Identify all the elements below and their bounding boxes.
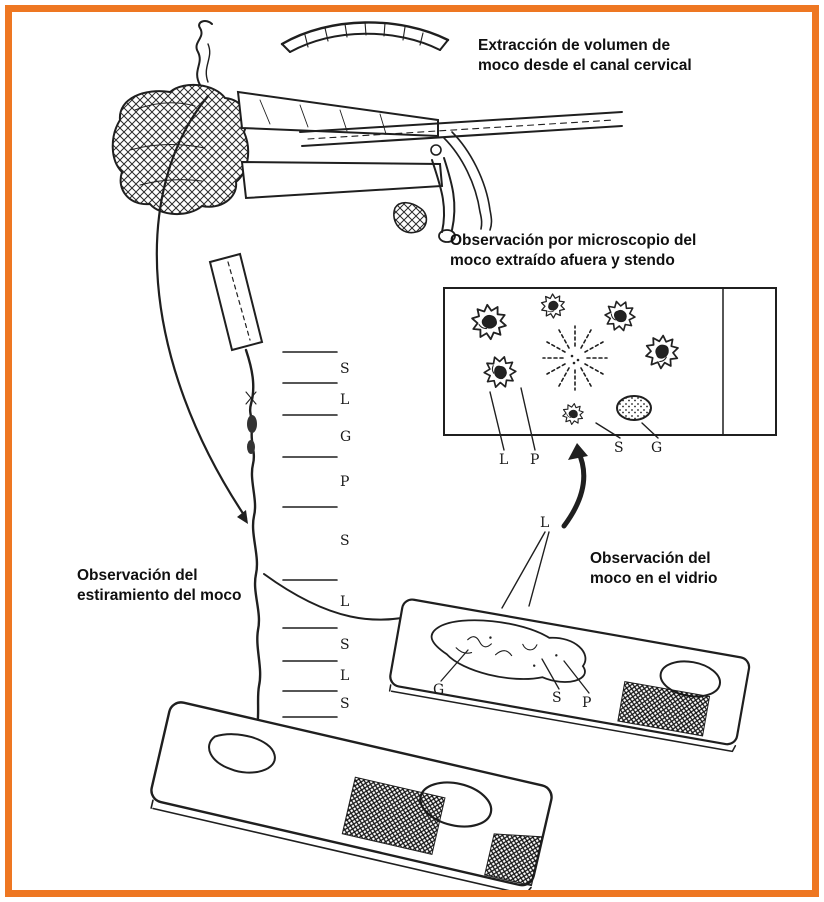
caption-slide: Observación del moco en el vidrio (590, 550, 718, 588)
scale-letter: P (340, 474, 349, 490)
microscope-letter: S (614, 440, 624, 456)
scale-letter: S (340, 696, 350, 712)
microscope-letter: L (499, 452, 508, 468)
stretch-scale-letters: S L G P S L S L S (340, 361, 351, 712)
stretch-scale (282, 351, 338, 718)
upper-slide-letter: S (552, 690, 562, 706)
slide-to-microscope-arrow (561, 443, 588, 529)
upper-slide-letter: G (433, 682, 444, 698)
scale-letter: L (340, 594, 349, 610)
microscope-pointer-lines (489, 387, 659, 451)
caption-extraction: Extracción de volumen de moco desde el c… (478, 37, 692, 75)
microscope-letter: G (651, 440, 662, 456)
slide-pointer (501, 531, 550, 609)
lower-glass-slide (150, 701, 553, 896)
caption-microscope: Observación por microscopio del moco ext… (450, 232, 697, 270)
tissue-mass-drawing (111, 83, 250, 215)
upper-slide-pointer-lines (440, 649, 590, 694)
scale-letter: G (340, 429, 351, 445)
scale-letter: S (340, 637, 350, 653)
speculum-drawing (236, 90, 456, 243)
caption-stretch: Observación del estiramiento del moco (77, 567, 242, 605)
upper-glass-slide (388, 598, 751, 753)
fern-starburst (542, 325, 608, 391)
microscope-cells (467, 290, 686, 429)
retractor-band-drawing (195, 20, 450, 86)
slide-pointer-letter: L (540, 515, 549, 531)
scale-letter: L (340, 668, 349, 684)
upper-slide-letter: P (582, 695, 591, 711)
extraction-flow-arrow (155, 94, 248, 524)
pipette-drawing (299, 111, 623, 231)
mucus-thread-drawing (208, 252, 264, 748)
scale-letter: S (340, 361, 350, 377)
microscope-letter: P (530, 452, 539, 468)
scale-letter: S (340, 533, 350, 549)
stippled-cell (616, 395, 652, 421)
scale-letter: L (340, 392, 349, 408)
microscope-view: L P S G (443, 287, 777, 468)
